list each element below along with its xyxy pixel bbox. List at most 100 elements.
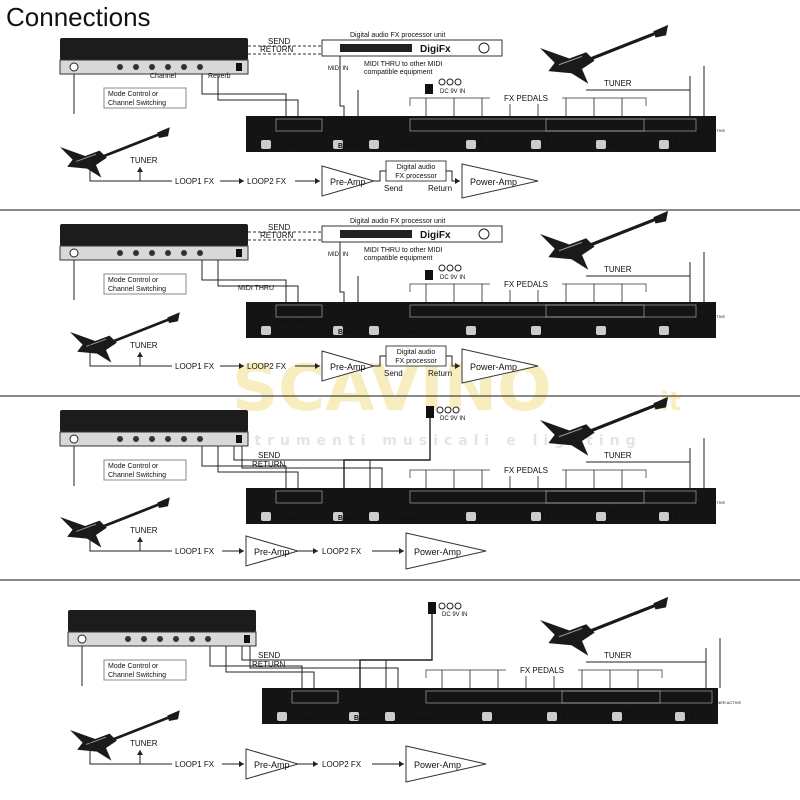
guitar-body (60, 147, 107, 178)
arrow-head (315, 363, 320, 369)
mode-control-label: Mode Control or (108, 91, 159, 98)
loop2-jacks-box (561, 690, 713, 704)
footswitch (333, 326, 343, 335)
tuner-label: TUNER (604, 79, 632, 88)
power-amp (405, 745, 487, 783)
amp-top (68, 610, 256, 632)
dc-in-label: DC 9V IN (440, 275, 465, 281)
reverb-label: Reverb (208, 73, 231, 80)
dc-polarity-icon (452, 406, 460, 414)
bank-plus-label: BANK+ (398, 143, 422, 150)
footswitch-letter-c: C (622, 706, 632, 722)
chain-loop1-label: LOOP1 FX (175, 362, 215, 371)
chain-loop2-label: LOOP2 FX (247, 177, 287, 186)
guitar-body (540, 48, 595, 84)
power-adapter-icon (425, 84, 433, 94)
brand-label: JOYO (274, 506, 291, 512)
loop2-jacks-box (545, 304, 697, 318)
model-label: PXL-LIVE (294, 319, 326, 326)
unit-body (246, 116, 716, 152)
dc-polarity-icon (438, 264, 446, 272)
chain-loop1-label: LOOP1 FX (175, 177, 215, 186)
cable (217, 446, 299, 488)
cable (217, 74, 299, 116)
footswitch (531, 326, 541, 335)
dc-polarity-icon (446, 78, 454, 86)
footswitch (333, 512, 343, 521)
power-amp-label: Power-Amp (470, 177, 517, 187)
arrow-head (137, 750, 143, 755)
amp-head (59, 410, 249, 447)
fx-pedals-label: FX PEDALS (504, 466, 548, 475)
power-cable (343, 418, 431, 488)
chain-send-label: Send (384, 184, 403, 193)
loop1-jacks-box (425, 690, 661, 704)
fx-pedals-label-bg (490, 92, 562, 104)
footswitch-letter-a: A (476, 134, 486, 150)
loop1-jacks-box (409, 490, 645, 504)
amp-knob (125, 636, 131, 642)
chain-loop1-label: LOOP1 FX (175, 760, 215, 769)
amp-power-switch (236, 435, 242, 443)
amp-head (59, 224, 249, 261)
amp-top (60, 224, 248, 246)
send-label: SEND (268, 37, 290, 46)
guitar-body (70, 730, 117, 761)
tuner-label: TUNER (604, 265, 632, 274)
power-amp-label: Power-Amp (414, 760, 461, 770)
arrow-head (137, 167, 143, 172)
footswitch (369, 326, 379, 335)
amp-knob (133, 436, 139, 442)
mode-control-box (103, 273, 187, 295)
amp-input-jack (69, 62, 79, 72)
dc-polarity-icon (446, 602, 454, 610)
guitar-body (70, 332, 117, 363)
footswitch-letter-a: A (476, 320, 486, 336)
mute-label: MUTE (290, 515, 310, 522)
return-label: RETURN (260, 231, 294, 240)
midi-compat-note: compatible equipment (364, 255, 433, 262)
fx-unit-header: Digital audio FX processor unit (350, 218, 445, 225)
amp-knob (141, 636, 147, 642)
power-amp (405, 532, 487, 570)
arrow-head (399, 761, 404, 767)
pre-amp (321, 350, 376, 382)
arrow-head (455, 178, 460, 184)
amp-power-switch (244, 635, 250, 643)
footswitch-letter-d: D (668, 506, 678, 522)
unit-body (246, 488, 716, 524)
midi-thru-note: MIDI THRU to other MIDI (364, 247, 442, 254)
loop2-jacks-box (545, 490, 697, 504)
tuner-active-label: TUNER ACTIVE (696, 128, 725, 133)
arrow-head (313, 548, 318, 554)
power-amp (461, 163, 539, 199)
footswitch (659, 512, 669, 521)
mode-control-label: Mode Control or (108, 463, 159, 470)
pre-amp-label: Pre-Amp (330, 177, 366, 187)
footswitch-letter-b: B (541, 506, 551, 522)
guitar-stripe (76, 523, 97, 532)
power-adapter-icon (425, 270, 433, 280)
power-amp (461, 348, 539, 384)
mute-label: MUTE (306, 715, 326, 722)
fx-unit-header: Digital audio FX processor unit (350, 32, 445, 39)
guitar-icon (70, 312, 180, 363)
midi-compat-note: compatible equipment (364, 69, 433, 76)
amp-knob (165, 436, 171, 442)
footswitch (277, 712, 287, 721)
chain-loop2-label: LOOP2 FX (247, 362, 287, 371)
amp-knob (149, 64, 155, 70)
footswitch (385, 712, 395, 721)
footswitch (349, 712, 359, 721)
amp-knob (157, 636, 163, 642)
brand-label: JOYO (274, 134, 291, 140)
power-cable (359, 614, 433, 688)
amp-knob (117, 64, 123, 70)
model-label: PXL-LIVE (310, 705, 342, 712)
guitar-stripe (76, 153, 97, 162)
guitar-headstock (653, 210, 669, 224)
